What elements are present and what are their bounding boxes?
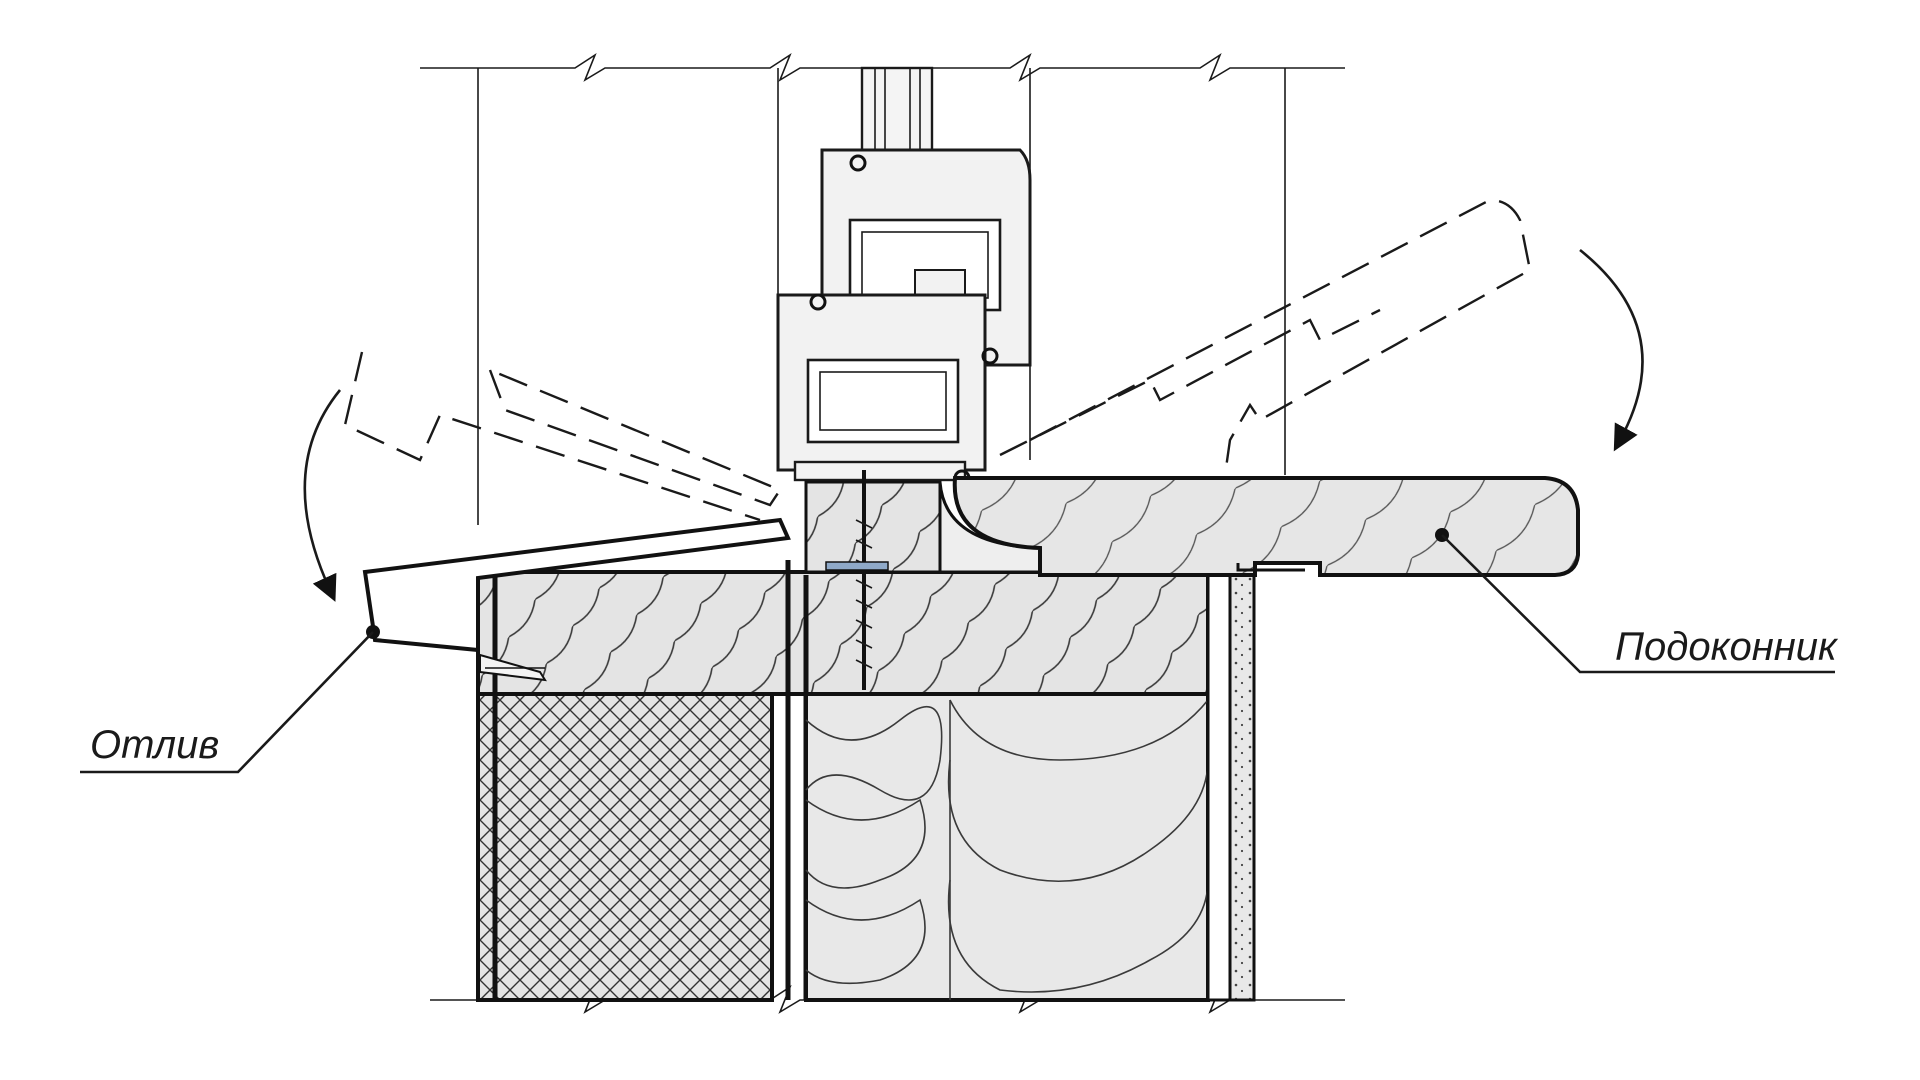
inner-finish-layers	[1206, 573, 1256, 1002]
window-sill-board	[952, 476, 1580, 577]
sill-install-position-dashed	[999, 198, 1532, 476]
callout-drip: Отлив	[80, 625, 380, 774]
frame-screw	[825, 470, 889, 690]
drip-sill	[362, 517, 791, 682]
sill-rotation-arrow	[1579, 248, 1644, 452]
drip-rotation-arrow	[303, 389, 342, 602]
frame-support-block	[804, 480, 1042, 574]
callout-sill: Подоконник	[1435, 528, 1839, 674]
label-sill: Подоконник	[1615, 625, 1839, 669]
drip-install-position-dashed	[343, 351, 782, 522]
label-drip: Отлив	[90, 723, 219, 767]
window-frame-profile	[776, 66, 1032, 487]
wall-upper-band	[476, 570, 1210, 696]
mineral-wool-block	[804, 692, 1210, 1002]
